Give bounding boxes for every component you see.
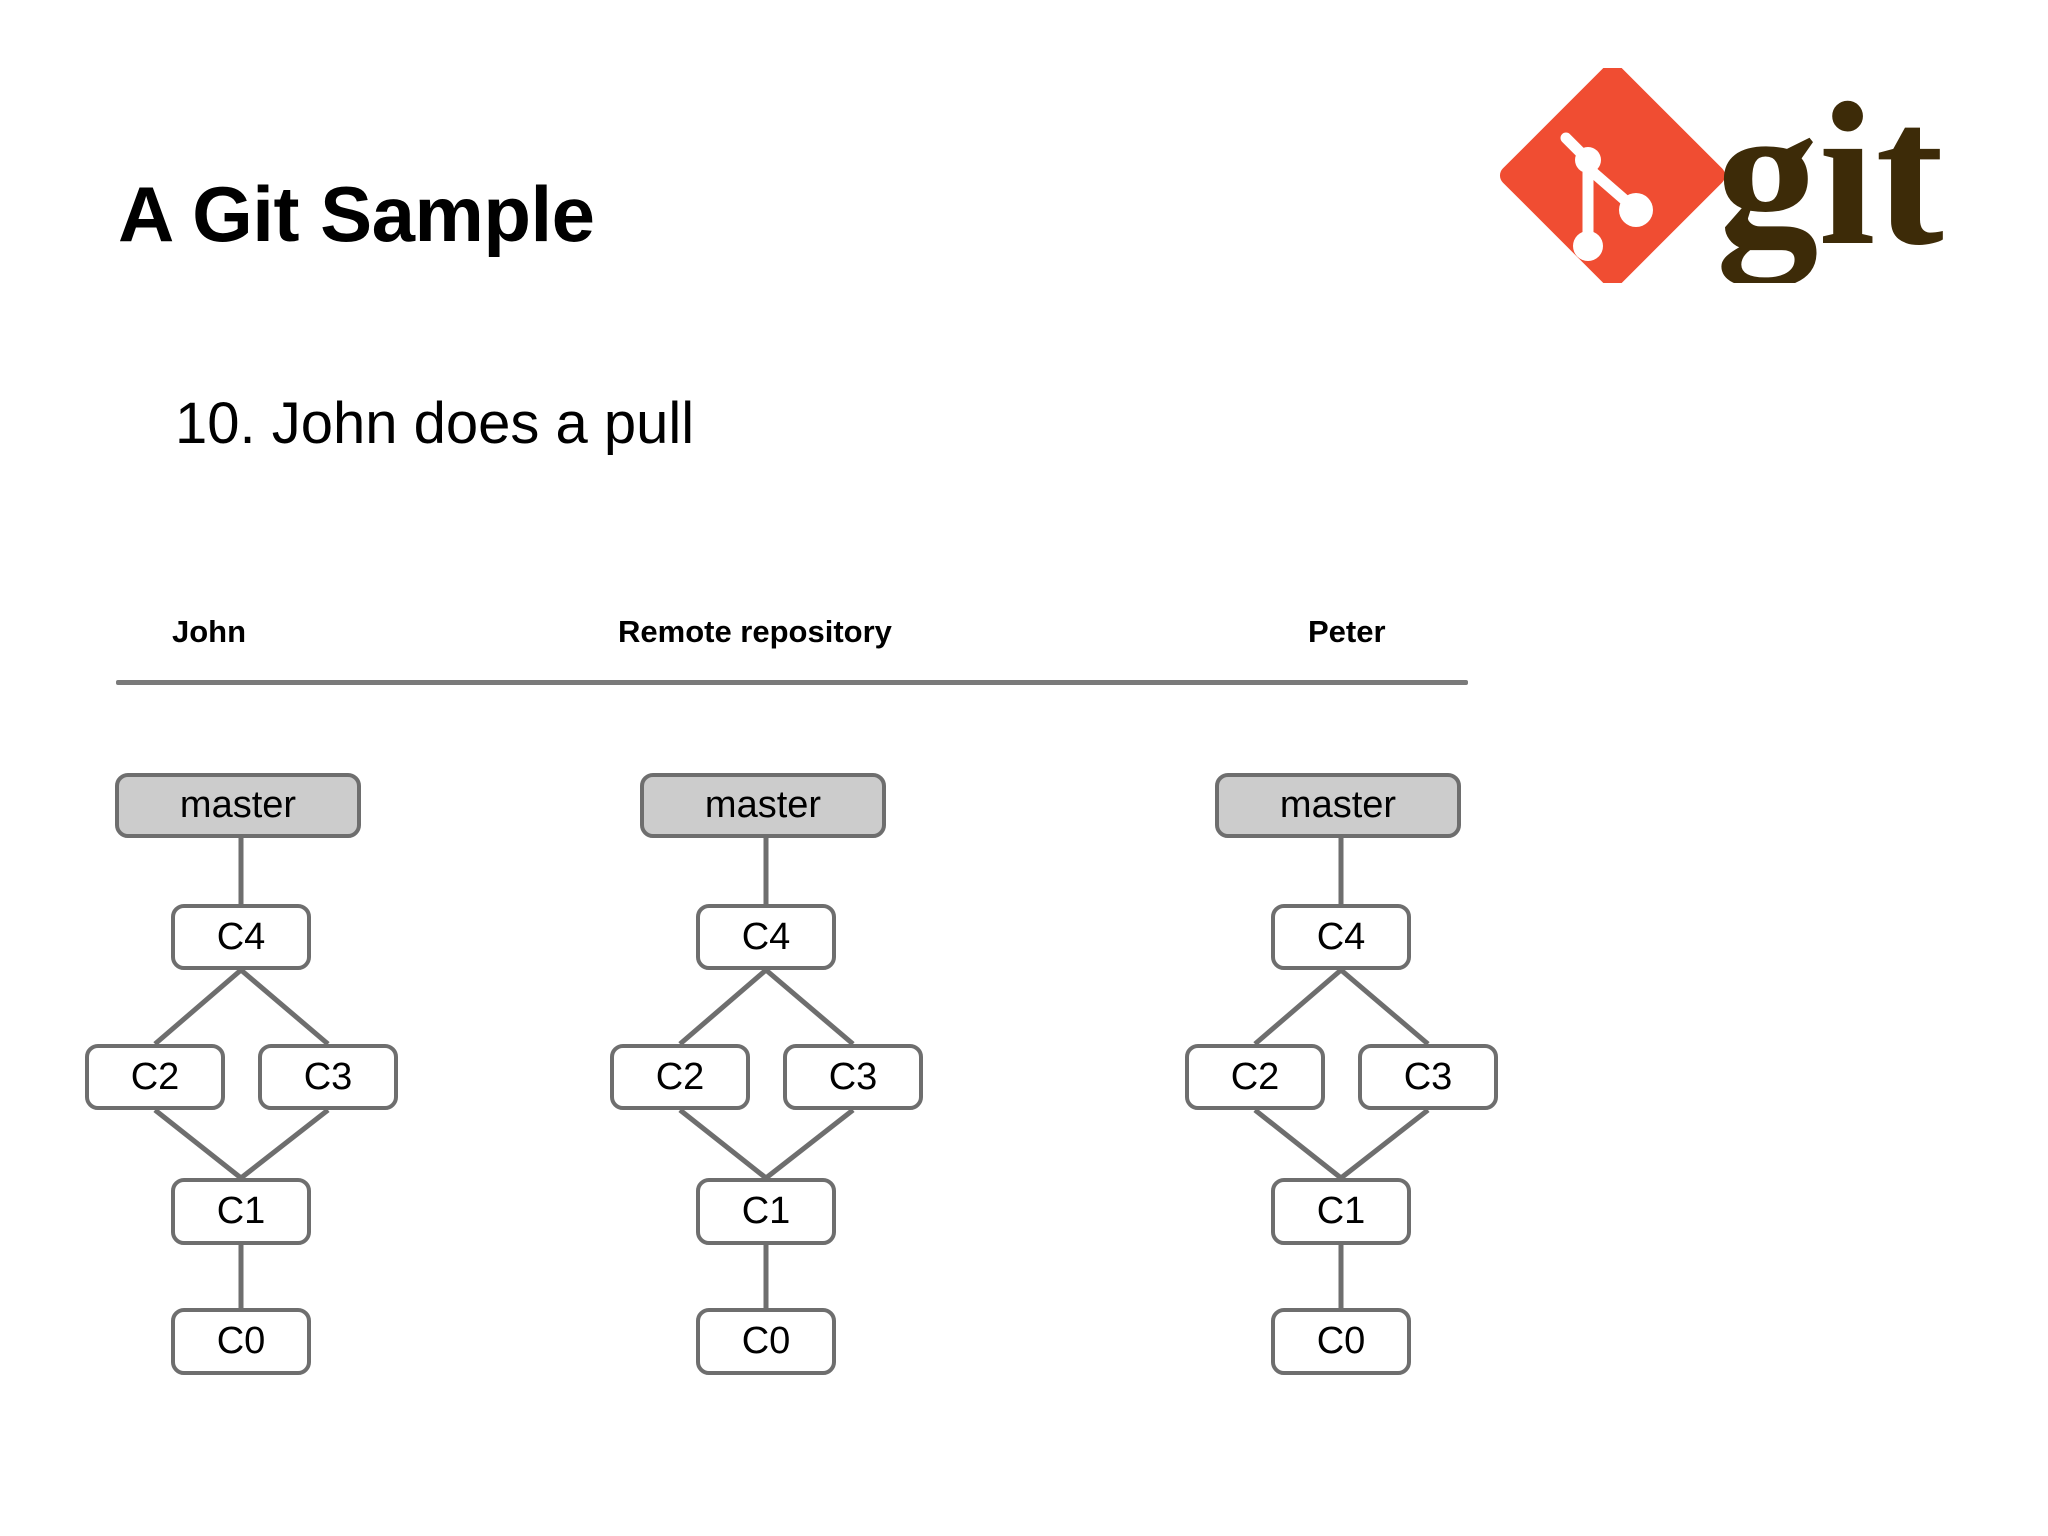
edge-c3-c1 — [1339, 1108, 1430, 1180]
column-header-remote-repository: Remote repository — [618, 614, 892, 649]
header-divider — [116, 680, 1468, 685]
node-c1[interactable]: C1 — [696, 1178, 836, 1245]
node-c2[interactable]: C2 — [85, 1044, 225, 1110]
edge-c4-c3 — [1339, 968, 1430, 1046]
step-subtitle: 10. John does a pull — [175, 391, 695, 456]
git-wordmark: git — [1716, 68, 1944, 283]
edge-c4-c3 — [764, 968, 855, 1046]
edge-c4-c2 — [678, 968, 768, 1046]
node-c0[interactable]: C0 — [1271, 1308, 1411, 1375]
node-c2[interactable]: C2 — [1185, 1044, 1325, 1110]
edge-c4-c2 — [1253, 968, 1343, 1046]
edge-c2-c1 — [678, 1108, 768, 1180]
node-master[interactable]: master — [640, 773, 886, 838]
node-master[interactable]: master — [1215, 773, 1461, 838]
page-title: A Git Sample — [118, 170, 595, 258]
node-c0[interactable]: C0 — [696, 1308, 836, 1375]
node-c4[interactable]: C4 — [1271, 904, 1411, 970]
node-c3[interactable]: C3 — [1358, 1044, 1498, 1110]
column-header-peter: Peter — [1308, 614, 1386, 649]
edge-c4-c3 — [239, 968, 330, 1046]
node-c0[interactable]: C0 — [171, 1308, 311, 1375]
node-c4[interactable]: C4 — [696, 904, 836, 970]
edge-c3-c1 — [764, 1108, 855, 1180]
graph-edges — [678, 838, 855, 1308]
node-c3[interactable]: C3 — [783, 1044, 923, 1110]
node-c2[interactable]: C2 — [610, 1044, 750, 1110]
node-c1[interactable]: C1 — [171, 1178, 311, 1245]
edge-c2-c1 — [153, 1108, 243, 1180]
node-c3[interactable]: C3 — [258, 1044, 398, 1110]
edge-c2-c1 — [1253, 1108, 1343, 1180]
node-c4[interactable]: C4 — [171, 904, 311, 970]
edge-c4-c2 — [153, 968, 243, 1046]
git-logo: git — [1488, 61, 1998, 289]
edge-c3-c1 — [239, 1108, 330, 1180]
git-diamond-icon — [1499, 62, 1726, 289]
node-master[interactable]: master — [115, 773, 361, 838]
commit-graph-remote-repository: master C4 C2 C3 C1 C0 — [610, 0, 985, 1536]
column-header-john: John — [172, 614, 247, 649]
node-c1[interactable]: C1 — [1271, 1178, 1411, 1245]
